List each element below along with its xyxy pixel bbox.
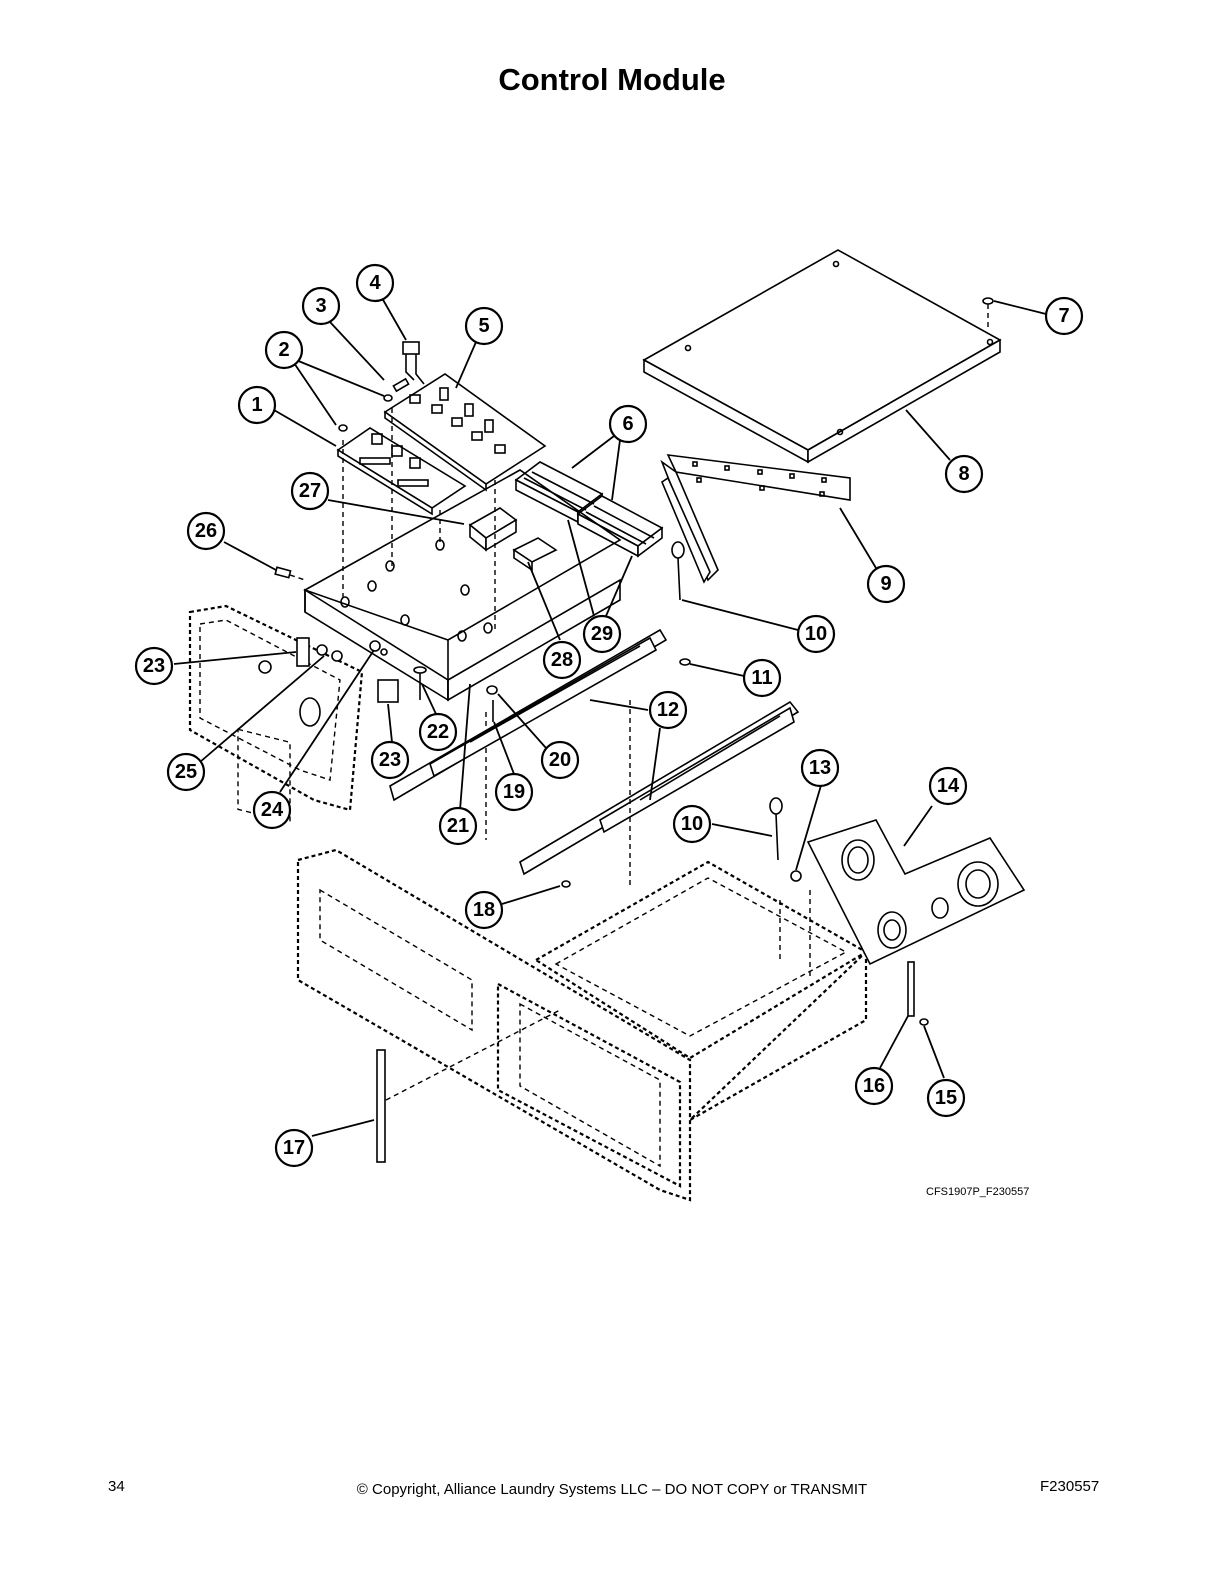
terminal-blocks [514,461,664,558]
callout-2: 2 [264,330,304,370]
svg-text:22: 22 [427,721,449,743]
callout-19: 19 [494,772,534,812]
svg-text:19: 19 [503,781,525,803]
svg-text:25: 25 [175,761,197,783]
callout-27: 27 [290,471,330,511]
svg-text:23: 23 [379,749,401,771]
relay [468,507,518,552]
callout-11: 11 [742,658,782,698]
svg-text:18: 18 [473,899,495,921]
callout-21: 21 [438,806,478,846]
svg-text:3: 3 [315,295,326,317]
callout-23-lower: 23 [370,740,410,780]
svg-text:20: 20 [549,749,571,771]
svg-text:5: 5 [478,315,489,337]
figure-id: CFS1907P_F230557 [926,1186,1030,1198]
ground-bracket [907,961,929,1026]
svg-text:27: 27 [299,480,321,502]
svg-text:6: 6 [622,413,633,435]
svg-text:9: 9 [880,573,891,595]
svg-text:10: 10 [681,813,703,835]
callout-23-left: 23 [134,646,174,686]
leader-lines [173,297,1047,1137]
callout-29: 29 [582,614,622,654]
callout-6: 6 [608,404,648,444]
callout-7: 7 [1044,296,1084,336]
svg-text:26: 26 [195,520,217,542]
callout-18: 18 [464,890,504,930]
svg-text:14: 14 [937,775,960,797]
svg-text:2: 2 [278,339,289,361]
trim-strip [376,1049,386,1163]
front-panel [188,604,364,824]
callout-10-lower: 10 [672,804,712,844]
callout-15: 15 [926,1078,966,1118]
callout-5: 5 [464,306,504,346]
callout-8: 8 [944,454,984,494]
tray-screw [274,566,306,581]
callout-22: 22 [418,712,458,752]
svg-text:7: 7 [1058,305,1069,327]
svg-text:12: 12 [657,699,679,721]
callout-1: 1 [237,385,277,425]
drawer-slide-right [519,700,800,888]
svg-text:23: 23 [143,655,165,677]
copyright-notice: © Copyright, Alliance Laundry Systems LL… [356,1481,868,1498]
callout-4: 4 [355,263,395,303]
harness-connector [402,341,425,385]
svg-text:11: 11 [751,667,772,689]
page-number: 34 [108,1478,125,1495]
svg-text:29: 29 [591,623,613,645]
conduit-fittings-inset [806,819,1026,966]
svg-text:13: 13 [809,757,831,779]
page-title: Control Module [498,62,726,97]
top-cover-panel [642,249,1002,464]
svg-text:4: 4 [369,272,381,294]
drawer-housing [296,700,869,1202]
callout-9: 9 [866,564,906,604]
callout-16: 16 [854,1066,894,1106]
angle-bracket [660,454,851,584]
svg-text:15: 15 [935,1087,957,1109]
cover-screw [982,297,994,330]
drawer-slide-left [389,628,668,802]
callout-20: 20 [540,740,580,780]
svg-text:28: 28 [551,649,573,671]
fuse [338,377,410,432]
display-board [336,427,467,516]
svg-text:8: 8 [958,463,969,485]
svg-text:24: 24 [261,799,284,821]
control-board [383,373,547,492]
callout-10-upper: 10 [796,614,836,654]
callout-3: 3 [301,286,341,326]
callout-17: 17 [274,1128,314,1168]
terminal-strip [512,537,558,572]
callout-24: 24 [252,790,292,830]
svg-text:21: 21 [447,815,469,837]
document-number: F230557 [1040,1478,1100,1495]
callout-26: 26 [186,511,226,551]
svg-text:17: 17 [283,1137,305,1159]
callout-28: 28 [542,640,582,680]
lock-pins [671,541,802,882]
callout-25: 25 [166,752,206,792]
callout-12: 12 [648,690,688,730]
callout-14: 14 [928,766,968,806]
callout-13: 13 [800,748,840,788]
svg-text:1: 1 [251,394,262,416]
svg-text:10: 10 [805,623,827,645]
svg-text:16: 16 [863,1075,885,1097]
